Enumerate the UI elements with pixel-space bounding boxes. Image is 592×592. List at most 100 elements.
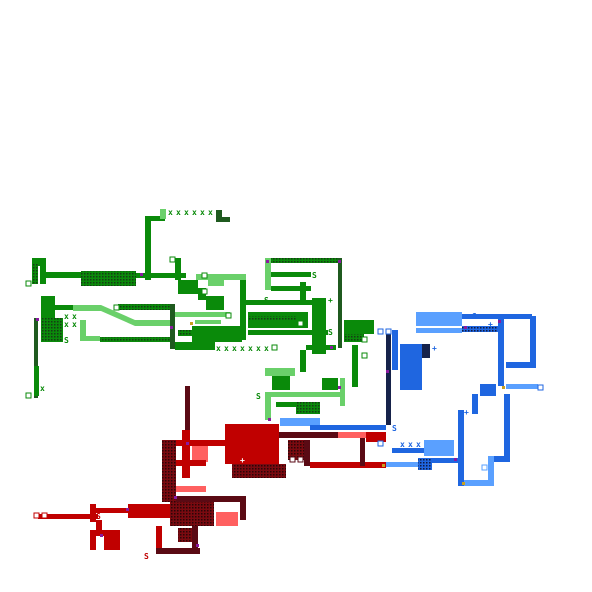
start-marker: S: [328, 328, 333, 337]
room: [41, 318, 63, 342]
corridor: [73, 305, 101, 311]
cross-marker: x: [208, 208, 213, 217]
corridor: [458, 410, 464, 486]
corridor: [488, 456, 508, 462]
box-icon: [481, 464, 488, 471]
room: [366, 432, 386, 442]
cross-marker: x: [168, 208, 173, 217]
corridor: [96, 520, 102, 532]
plus-marker: +: [240, 456, 245, 465]
junction-dot: [140, 273, 143, 276]
corridor: [176, 460, 206, 466]
box-icon: [201, 272, 208, 279]
corridor: [90, 530, 108, 536]
cross-marker: x: [216, 344, 221, 353]
junction-dot: [386, 370, 389, 373]
cross-marker: x: [40, 384, 45, 393]
cross-marker: x: [416, 440, 421, 449]
box-icon: [169, 256, 176, 263]
corridor: [135, 320, 175, 326]
box-icon: [25, 280, 32, 287]
corridor: [145, 218, 151, 280]
room: [296, 402, 320, 414]
corridor: [265, 392, 345, 397]
corridor: [300, 282, 306, 302]
junction-dot: [268, 418, 271, 421]
corridor: [340, 378, 345, 406]
room: [232, 464, 286, 478]
corridor: [248, 316, 296, 321]
start-marker: S: [392, 424, 397, 433]
corridor: [265, 258, 271, 290]
corridor: [472, 394, 478, 414]
corridor: [32, 264, 38, 284]
corridor: [176, 440, 226, 446]
corridor: [352, 345, 358, 387]
corridor: [46, 272, 81, 278]
cross-marker: x: [240, 344, 245, 353]
corridor: [178, 280, 198, 294]
junction-dot: [462, 482, 465, 485]
corridor: [156, 526, 162, 552]
corridor: [310, 425, 386, 430]
corridor: [392, 448, 424, 453]
red-network: [38, 386, 386, 554]
room: [400, 344, 422, 390]
start-marker: S: [264, 296, 269, 305]
room: [418, 458, 432, 470]
corridor: [248, 330, 328, 335]
box-icon: [297, 320, 304, 327]
room: [322, 378, 338, 390]
cross-marker: x: [200, 208, 205, 217]
corridor: [310, 462, 386, 468]
corridor: [136, 273, 186, 278]
room: [162, 440, 176, 502]
box-marker-layer: [25, 256, 544, 519]
corridor: [175, 312, 230, 317]
blue-network: [280, 312, 538, 486]
cross-marker: x: [224, 344, 229, 353]
junction-layer: [36, 260, 505, 547]
corridor: [506, 362, 536, 368]
room: [41, 296, 55, 318]
junction-dot: [338, 386, 341, 389]
room: [81, 271, 136, 286]
cross-marker: x: [248, 344, 253, 353]
room: [104, 530, 120, 550]
corridor: [206, 296, 224, 310]
room: [272, 376, 290, 390]
start-marker: S: [256, 392, 261, 401]
room: [424, 440, 454, 456]
start-marker: S: [144, 552, 149, 561]
corridor: [96, 508, 128, 513]
junction-dot: [36, 318, 39, 321]
junction-dot: [330, 346, 333, 349]
corridor: [271, 272, 311, 277]
plus-marker: +: [488, 320, 493, 329]
corridor: [386, 462, 422, 467]
corridor: [176, 496, 246, 502]
corridor: [128, 504, 170, 518]
box-icon: [33, 512, 40, 519]
room: [344, 334, 364, 342]
junction-dot: [186, 442, 189, 445]
junction-dot: [338, 260, 341, 263]
corridor: [271, 286, 311, 291]
green-network: [32, 209, 374, 420]
room: [192, 326, 242, 342]
junction-dot: [174, 496, 177, 499]
plus-marker: +: [328, 296, 333, 305]
corridor: [32, 258, 46, 266]
corridor: [34, 318, 38, 398]
box-icon: [377, 440, 384, 447]
corridor: [176, 486, 206, 492]
corridor: [462, 326, 502, 332]
corridor: [265, 392, 271, 420]
corridor: [300, 350, 306, 372]
cross-marker: x: [256, 344, 261, 353]
corridor: [386, 330, 391, 425]
start-marker: S: [96, 512, 101, 521]
corridor: [338, 432, 366, 438]
